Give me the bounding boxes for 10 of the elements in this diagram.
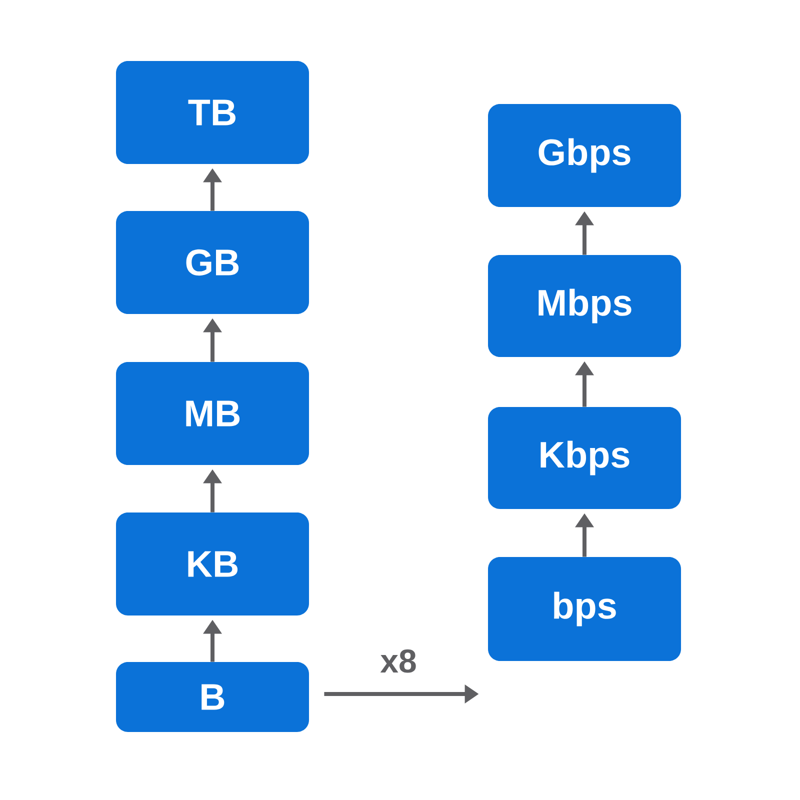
unit-box: KB (116, 512, 309, 616)
unit-box: MB (116, 362, 309, 465)
unit-box: Mbps (488, 255, 681, 357)
unit-box: B (116, 662, 309, 732)
edge-label: x8 (379, 648, 418, 674)
unit-box: bps (488, 557, 681, 661)
unit-box: Kbps (488, 407, 681, 509)
unit-box: Gbps (488, 104, 681, 207)
unit-box: GB (116, 211, 309, 314)
unit-box: TB (116, 61, 309, 164)
